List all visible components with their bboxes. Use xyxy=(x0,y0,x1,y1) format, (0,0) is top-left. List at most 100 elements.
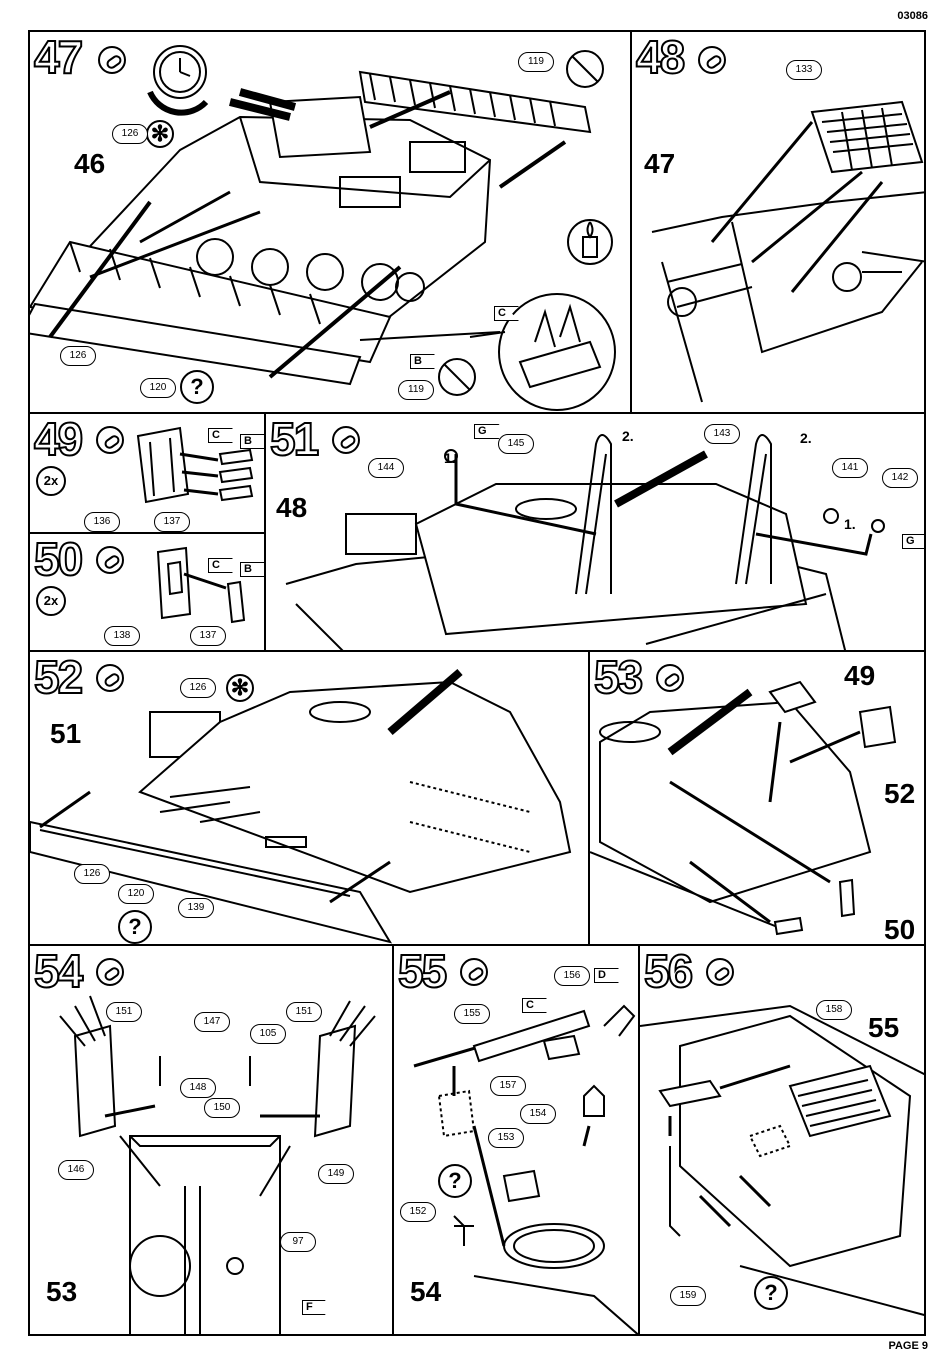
step-54-illustration xyxy=(59,995,376,1334)
step-55-illustration xyxy=(413,1004,638,1334)
ref-step-55: 55 xyxy=(868,1012,900,1043)
step-56-illustration xyxy=(640,1004,924,1316)
callout-126-b: 126 xyxy=(60,346,96,366)
callout-126: 126 xyxy=(180,678,216,698)
step-55-panel: 55 156 D C 155 157 154 153 ? 152 54 xyxy=(392,944,640,1336)
callout-158: 158 xyxy=(816,1000,852,1020)
ref-step-52: 52 xyxy=(884,778,916,809)
quantity-badge: 2x xyxy=(36,586,66,616)
callout-133: 133 xyxy=(786,60,822,80)
callout-119: 119 xyxy=(518,52,554,72)
callout-148: 148 xyxy=(180,1078,216,1098)
step-47-illustration xyxy=(30,45,616,411)
step-50-panel: 50 2x C B 138 137 xyxy=(28,532,266,652)
sprue-label: F xyxy=(302,1300,326,1315)
document-code: 03086 xyxy=(897,10,928,22)
sprue-label: G xyxy=(474,424,500,439)
callout-139: 139 xyxy=(178,898,214,918)
glue-icon xyxy=(460,958,488,986)
glue-icon xyxy=(96,958,124,986)
question-mark-icon: ? xyxy=(754,1276,788,1310)
callout-154: 154 xyxy=(520,1104,556,1124)
callout-146: 146 xyxy=(58,1160,94,1180)
ref-step-48: 48 xyxy=(276,492,308,523)
quantity-badge: 2x xyxy=(36,466,66,496)
step-54-panel: 54 151 147 105 151 148 150 146 149 97 F … xyxy=(28,944,394,1336)
step-49-illustration xyxy=(136,426,254,504)
sprue-label: B xyxy=(240,434,264,449)
callout-126-b: 126 xyxy=(74,864,110,884)
step-number: 51 xyxy=(269,413,320,465)
step-number: 52 xyxy=(33,651,84,703)
callout-120: 120 xyxy=(140,378,176,398)
glue-icon xyxy=(96,546,124,574)
callout-142: 142 xyxy=(882,468,918,488)
step-number: 56 xyxy=(643,945,694,997)
callout-155: 155 xyxy=(454,1004,490,1024)
step-number: 49 xyxy=(33,413,84,465)
glue-icon xyxy=(96,426,124,454)
step-number: 54 xyxy=(33,945,84,997)
sprue-label: B xyxy=(240,562,264,577)
callout-152: 152 xyxy=(400,1202,436,1222)
callout-143: 143 xyxy=(704,424,740,444)
ref-step-49: 49 xyxy=(844,660,876,691)
step-52-illustration xyxy=(30,668,572,944)
page-number: PAGE 9 xyxy=(888,1340,928,1352)
callout-126: 126 xyxy=(112,124,148,144)
callout-137: 137 xyxy=(154,512,190,532)
callout-147: 147 xyxy=(194,1012,230,1032)
step-48-illustration xyxy=(651,100,924,403)
step-47-panel: 47 ✻ 119 126 46 126 120 ? 119 B C xyxy=(28,30,632,414)
step-number: 48 xyxy=(635,31,686,83)
step-52-panel: 52 126 ✻ 51 126 120 139 ? xyxy=(28,650,590,946)
step-53-panel: 53 49 52 50 xyxy=(588,650,926,946)
substep-2-label: 2. xyxy=(800,430,812,446)
callout-149: 149 xyxy=(318,1164,354,1184)
callout-97: 97 xyxy=(280,1232,316,1252)
callout-136: 136 xyxy=(84,512,120,532)
callout-137: 137 xyxy=(190,626,226,646)
callout-151-b: 151 xyxy=(286,1002,322,1022)
sequence-star-icon: ✻ xyxy=(146,120,174,148)
step-51-panel: 51 G 144 1. 145 2. 143 2. 141 142 1. G 4… xyxy=(264,412,926,652)
step-49-panel: 49 2x C B 136 137 xyxy=(28,412,266,534)
callout-151: 151 xyxy=(106,1002,142,1022)
callout-159: 159 xyxy=(670,1286,706,1306)
glue-icon xyxy=(98,46,126,74)
callout-157: 157 xyxy=(490,1076,526,1096)
question-mark-icon: ? xyxy=(118,910,152,944)
callout-153: 153 xyxy=(488,1128,524,1148)
callout-138: 138 xyxy=(104,626,140,646)
callout-141: 141 xyxy=(832,458,868,478)
glue-icon xyxy=(706,958,734,986)
ref-step-51: 51 xyxy=(50,718,82,749)
glue-icon xyxy=(332,426,360,454)
step-number: 47 xyxy=(33,31,84,83)
callout-144: 144 xyxy=(368,458,404,478)
glue-icon xyxy=(698,46,726,74)
sequence-star-icon: ✻ xyxy=(226,674,254,702)
callout-105: 105 xyxy=(250,1024,286,1044)
sprue-label: G xyxy=(902,534,924,549)
substep-1-label: 1. xyxy=(844,516,856,532)
ref-step-46: 46 xyxy=(74,148,106,179)
step-51-illustration xyxy=(285,434,885,650)
step-56-panel: 56 158 55 159 ? xyxy=(638,944,926,1336)
step-number: 53 xyxy=(593,651,644,703)
substep-2-label: 2. xyxy=(622,428,634,444)
ref-step-53: 53 xyxy=(46,1276,78,1307)
ref-step-54: 54 xyxy=(410,1276,442,1307)
step-53-illustration xyxy=(590,680,897,936)
callout-156: 156 xyxy=(554,966,590,986)
callout-150: 150 xyxy=(204,1098,240,1118)
step-50-illustration xyxy=(156,546,246,624)
callout-119-b: 119 xyxy=(398,380,434,400)
step-number: 55 xyxy=(397,945,448,997)
callout-145: 145 xyxy=(498,434,534,454)
glue-icon xyxy=(656,664,684,692)
callout-120: 120 xyxy=(118,884,154,904)
step-48-panel: 48 133 47 xyxy=(630,30,926,414)
glue-icon xyxy=(96,664,124,692)
substep-1-label: 1. xyxy=(444,450,456,466)
